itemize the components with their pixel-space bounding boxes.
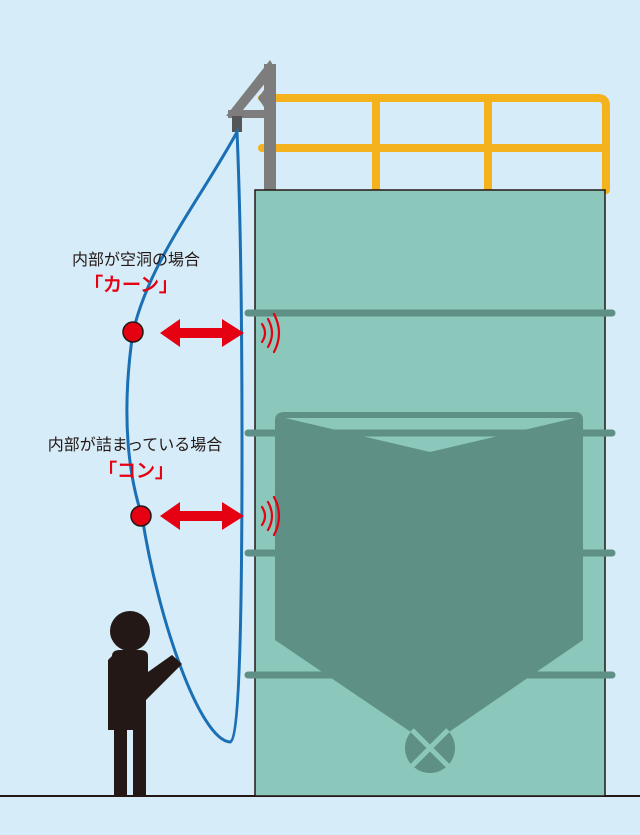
person-silhouette-icon: [108, 611, 182, 796]
hoist-crane: [226, 60, 276, 192]
hammer-head-upper: [122, 321, 144, 343]
roof-railing: [258, 94, 610, 194]
hammer-head-lower: [130, 505, 152, 527]
clogged-sound-label: 「コン」: [97, 460, 174, 482]
double-headed-arrow-icon: [160, 319, 244, 530]
hollow-caption: 内部が空洞の場合: [71, 250, 200, 269]
sound-waves-icon: [260, 312, 281, 537]
clogged-caption: 内部が詰まっている場合: [47, 435, 223, 454]
tank-bands: [244, 309, 616, 679]
valve-icon: [405, 723, 455, 773]
hollow-sound-label: 「カーン」: [83, 274, 179, 296]
tank-contents: [275, 412, 583, 745]
hammer-rope: [125, 126, 244, 744]
